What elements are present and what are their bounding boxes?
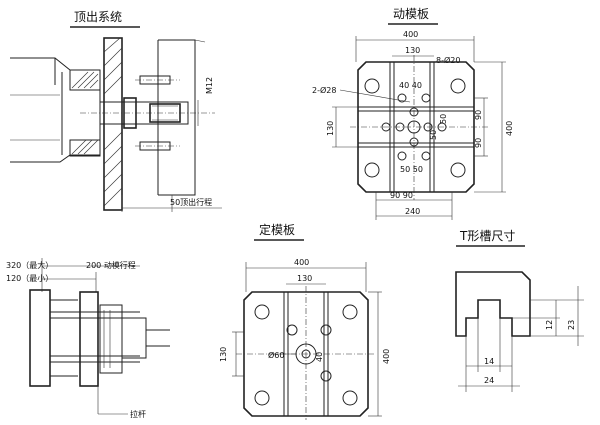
- fixed-dim-130-left: 130: [219, 347, 228, 362]
- clamp-view: 320（最大） 120（最小） 200 动模行程 拉杆: [6, 258, 170, 419]
- moving-dim-50b: 50: [429, 130, 438, 140]
- moving-dim-50a: 50: [439, 114, 448, 124]
- moving-slot-130: 130: [405, 46, 420, 55]
- moving-height-400: 400: [505, 121, 514, 136]
- clamp-min-label: 120（最小）: [6, 274, 53, 283]
- moving-dim-40-40: 40 40: [399, 81, 422, 90]
- clamp-max-label: 320（最大）: [6, 260, 53, 270]
- tslot-dim-12: 12: [545, 320, 554, 330]
- moving-holes-8: 8-Ø20: [436, 55, 460, 65]
- moving-dim-240: 240: [405, 207, 420, 216]
- moving-plate-view: 400 130 8-Ø20 2-Ø28 40 40 50 50 50 50: [312, 30, 514, 220]
- tslot-dim-23: 23: [567, 320, 576, 330]
- fixed-width-400: 400: [294, 258, 309, 267]
- fixed-plate-view: 400 130 130 Ø60 40 400: [219, 258, 391, 420]
- title-t-slot: T形槽尺寸: [459, 229, 515, 243]
- moving-holes-2: 2-Ø28: [312, 85, 336, 95]
- tslot-dim-24: 24: [484, 376, 494, 385]
- fixed-height-400: 400: [382, 349, 391, 364]
- fixed-dia-60: Ø60: [268, 350, 284, 360]
- title-moving-plate: 动模板: [393, 7, 429, 21]
- ejection-system-view: M12 50顶出行程: [10, 37, 222, 212]
- title-ejection-system: 顶出系统: [74, 10, 122, 24]
- moving-dim-90-90: 90 90: [390, 191, 413, 200]
- title-fixed-plate: 定模板: [259, 222, 295, 237]
- m12-label: M12: [205, 77, 214, 94]
- tslot-dim-14: 14: [484, 357, 494, 366]
- fixed-dim-40: 40: [315, 352, 324, 362]
- t-slot-view: 12 23 14 24: [455, 271, 584, 392]
- eject-stroke-label: 50顶出行程: [170, 197, 212, 207]
- moving-dim-130-left: 130: [326, 121, 335, 136]
- moving-dim-90a: 90: [474, 110, 483, 120]
- moving-width-400: 400: [403, 30, 418, 39]
- moving-dim-90b: 90: [474, 138, 483, 148]
- clamp-stroke-label: 200 动模行程: [86, 260, 136, 270]
- moving-dim-50-50: 50 50: [400, 165, 423, 174]
- fixed-slot-130: 130: [297, 274, 312, 283]
- pull-rod-label: 拉杆: [130, 409, 146, 419]
